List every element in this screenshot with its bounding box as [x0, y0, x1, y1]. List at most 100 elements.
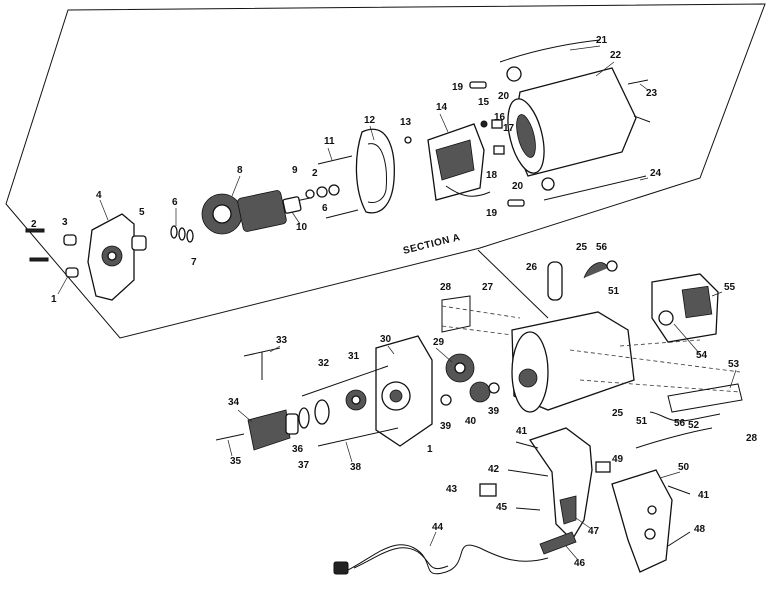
callout-50: 50 — [678, 462, 690, 473]
callout-19: 19 — [486, 208, 498, 219]
washer-part — [186, 229, 194, 243]
callout-25: 25 — [612, 408, 624, 419]
callout-46: 46 — [574, 558, 586, 569]
gear-part — [469, 381, 491, 403]
bushing-part — [63, 234, 77, 246]
callout-51: 51 — [636, 416, 648, 427]
callout-56: 56 — [674, 418, 686, 429]
callout-39: 39 — [440, 421, 452, 432]
gear-case-part — [511, 311, 635, 413]
chuck-key-part — [243, 347, 281, 380]
callout-15: 15 — [478, 97, 490, 108]
callout-12: 12 — [364, 115, 376, 126]
callout-19: 19 — [452, 82, 464, 93]
washer-part — [314, 399, 330, 425]
section-a-pointer — [477, 249, 549, 319]
callout-43: 43 — [446, 484, 458, 495]
screw-part — [325, 209, 359, 219]
screw-part — [633, 115, 651, 123]
callout-33: 33 — [276, 335, 288, 346]
small-bushing-part — [404, 136, 412, 144]
section-a-label: SECTION A — [402, 232, 461, 257]
callout-41: 41 — [698, 490, 710, 501]
callout-3: 3 — [62, 217, 68, 228]
callout-24: 24 — [650, 168, 662, 179]
callout-49: 49 — [612, 454, 624, 465]
callout-54: 54 — [696, 350, 708, 361]
ring-part — [328, 184, 340, 196]
callout-10: 10 — [296, 222, 308, 233]
bearing-part — [131, 235, 147, 251]
strain-relief-part — [539, 531, 577, 555]
leader-lines — [57, 45, 737, 561]
callout-28: 28 — [440, 282, 452, 293]
switch-part — [595, 461, 611, 473]
callout-41: 41 — [516, 426, 528, 437]
screw-part — [507, 469, 549, 477]
callout-39: 39 — [488, 406, 500, 417]
callout-16: 16 — [494, 112, 506, 123]
rail-part — [441, 295, 471, 333]
callout-22: 22 — [610, 50, 622, 61]
callout-6: 6 — [172, 197, 178, 208]
callout-53: 53 — [728, 359, 740, 370]
pin-part — [29, 257, 49, 262]
callout-5: 5 — [139, 207, 145, 218]
washer-part — [488, 382, 500, 394]
screw-part — [317, 155, 353, 165]
callout-14: 14 — [436, 102, 448, 113]
cap-part — [606, 260, 618, 272]
clip-part — [479, 483, 497, 497]
callout-1: 1 — [51, 294, 57, 305]
callout-28: 28 — [746, 433, 758, 444]
callout-25: 25 — [576, 242, 588, 253]
brush-part — [480, 120, 488, 128]
callout-26: 26 — [526, 262, 538, 273]
callout-18: 18 — [486, 170, 498, 181]
armature-part — [201, 190, 311, 235]
callouts: 1 1 2 2 3 4 5 6 6 7 8 9 10 11 12 13 14 1… — [31, 35, 758, 569]
washer-part — [298, 407, 310, 429]
callout-6: 6 — [322, 203, 328, 214]
plug-part — [65, 267, 79, 278]
cap-part — [506, 66, 522, 82]
callout-56: 56 — [596, 242, 608, 253]
callout-17: 17 — [503, 123, 515, 134]
callout-40: 40 — [465, 416, 477, 427]
handle-part — [528, 427, 593, 542]
callout-32: 32 — [318, 358, 330, 369]
callout-20: 20 — [498, 91, 510, 102]
section-a-frame — [5, 3, 766, 339]
washer-part — [170, 225, 178, 239]
power-cord-part — [333, 544, 549, 575]
washer-part — [178, 227, 186, 241]
callout-48: 48 — [694, 524, 706, 535]
callout-8: 8 — [237, 165, 243, 176]
motor-housing-part — [507, 67, 637, 177]
callout-4: 4 — [96, 190, 102, 201]
callout-42: 42 — [488, 464, 500, 475]
callout-7: 7 — [191, 257, 197, 268]
callout-21: 21 — [596, 35, 608, 46]
callout-13: 13 — [400, 117, 412, 128]
callout-45: 45 — [496, 502, 508, 513]
callout-2: 2 — [31, 219, 37, 230]
callout-51: 51 — [608, 286, 620, 297]
callout-29: 29 — [433, 337, 445, 348]
spring-part — [507, 199, 525, 207]
callout-30: 30 — [380, 334, 392, 345]
callout-35: 35 — [230, 456, 242, 467]
spring-part — [469, 81, 487, 89]
handle-bar-part — [499, 39, 601, 63]
callout-36: 36 — [292, 444, 304, 455]
callout-27: 27 — [482, 282, 494, 293]
screw-part — [667, 485, 691, 495]
baffle-part — [355, 128, 395, 214]
screw-part — [317, 427, 399, 447]
brush-holder-part — [491, 119, 503, 129]
wire-part — [635, 427, 713, 449]
bar-part — [667, 383, 743, 413]
pin-part — [25, 228, 45, 233]
callout-9: 9 — [292, 165, 298, 176]
